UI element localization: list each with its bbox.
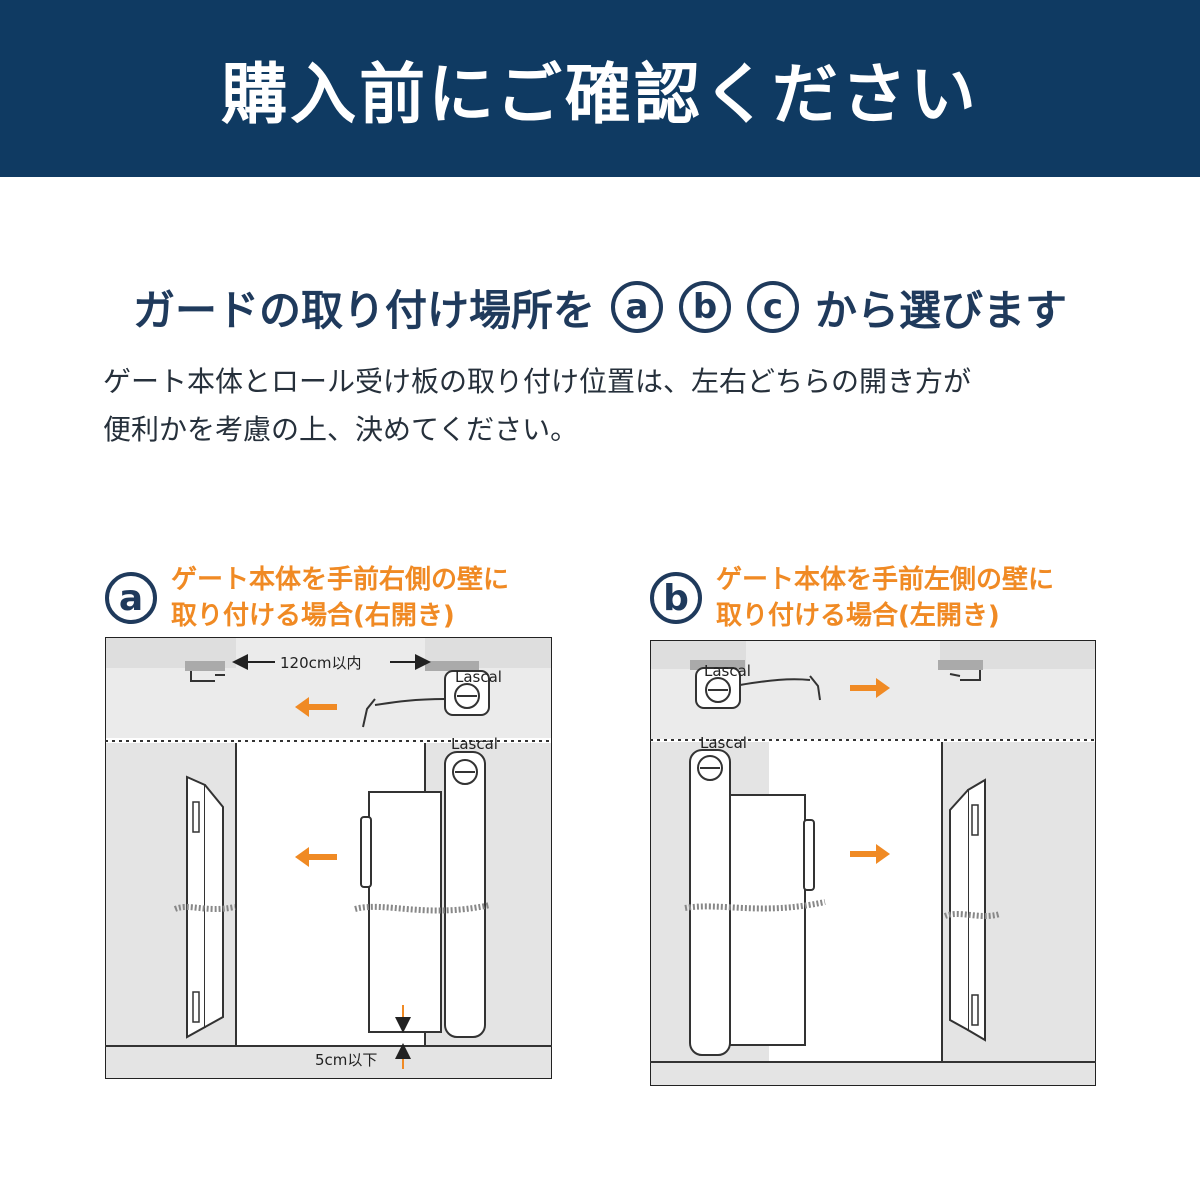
option-a-line-2: 取り付ける場合(右開き): [171, 601, 455, 631]
option-a-gap-label: 5cm以下: [315, 1051, 377, 1069]
option-b-badge: b: [650, 572, 702, 624]
page-title: 購入前にご確認ください: [221, 55, 979, 133]
option-b-diagram: Lascal Lascal: [650, 640, 1096, 1086]
heading-text-before: ガードの取り付け場所を: [132, 285, 595, 335]
option-a-line-1: ゲート本体を手前右側の壁に: [171, 565, 510, 595]
page-header: 購入前にご確認ください: [0, 0, 1200, 177]
option-b-brand-top: Lascal: [704, 662, 751, 680]
option-b-line-1: ゲート本体を手前左側の壁に: [716, 565, 1055, 595]
option-a-width-label: 120cm以内: [280, 654, 362, 672]
option-a-marker: a: [611, 281, 663, 333]
option-a-caption: a ゲート本体を手前右側の壁に 取り付ける場合(右開き): [105, 558, 509, 638]
description-line-1: ゲート本体とロール受け板の取り付け位置は、左右どちらの開き方が: [103, 365, 972, 398]
option-a-badge: a: [105, 572, 157, 624]
option-b-marker: b: [679, 281, 731, 333]
heading-text-after: から選びます: [815, 285, 1068, 335]
option-a-diagram: Lascal 120cm以内 Lascal 5cm以下: [105, 637, 552, 1079]
description: ゲート本体とロール受け板の取り付け位置は、左右どちらの開き方が 便利かを考慮の上…: [103, 358, 1113, 454]
description-line-2: 便利かを考慮の上、決めてください。: [103, 413, 579, 446]
option-a-brand-top: Lascal: [455, 668, 502, 686]
option-b-brand-gate: Lascal: [700, 734, 747, 752]
option-c-marker: c: [747, 281, 799, 333]
option-b-line-2: 取り付ける場合(左開き): [716, 601, 1000, 631]
option-a-brand-gate: Lascal: [451, 735, 498, 753]
option-b-caption: b ゲート本体を手前左側の壁に 取り付ける場合(左開き): [650, 558, 1054, 638]
section-heading: ガードの取り付け場所を a b c から選びます: [0, 272, 1200, 342]
